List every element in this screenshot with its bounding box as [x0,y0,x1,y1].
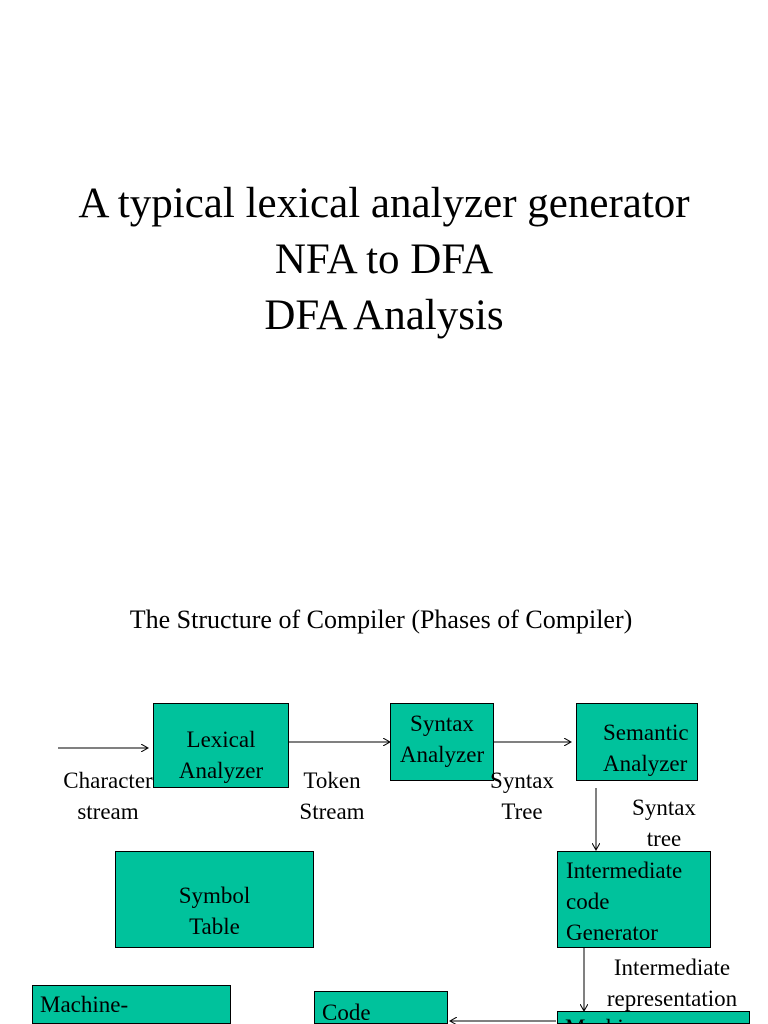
character-stream-line-2: stream [77,799,139,824]
machine-independent-box: Machine- [32,985,231,1024]
semantic-box-line-1: Semantic [603,720,689,745]
intermediate-rep-line-1: Intermediate [613,955,731,980]
syntax-tree-label-2: Syntax tree [622,792,706,854]
title-line-3: DFA Analysis [264,292,504,339]
code-box: Code [314,991,448,1024]
lexical-analyzer-box: Lexical Analyzer [153,703,289,788]
intermediate-representation-label: Intermediate representation [594,952,750,1014]
intermediate-code-generator-box: Intermediate code Generator [557,851,711,948]
character-stream-line-1: Character [63,768,153,793]
token-stream-label: Token Stream [287,765,377,827]
machine-left-box-line-1: Machine- [40,992,129,1017]
machine-right-box-line-1: Machine [565,1012,749,1023]
intermediate-rep-line-2: representation [606,986,738,1011]
syntax-box-line-1: Syntax [410,711,474,736]
lexical-box-line-1: Lexical [186,727,256,752]
intermediate-box-line-2: code [566,889,610,914]
symbol-box-line-1: Symbol [178,883,251,908]
syntax-tree-1-line-2: Tree [501,799,543,824]
intermediate-box-line-3: Generator [566,920,658,945]
symbol-table-box: Symbol Table [115,851,314,948]
semantic-box-line-2: Analyzer [603,751,688,776]
intermediate-box-line-1: Intermediate [566,858,683,883]
syntax-tree-1-line-1: Syntax [490,768,554,793]
character-stream-label: Character stream [56,765,160,827]
title-line-2: NFA to DFA [274,236,494,283]
token-stream-line-1: Token [303,768,361,793]
lexical-box-line-2: Analyzer [178,758,264,783]
syntax-analyzer-box: Syntax Analyzer [390,703,494,781]
title-line-1: A typical lexical analyzer generator [78,180,690,227]
code-box-line-1: Code [322,1000,371,1024]
semantic-analyzer-box: Semantic Analyzer [576,703,698,781]
token-stream-line-2: Stream [299,799,365,824]
slide-title: A typical lexical analyzer generator NFA… [0,176,768,344]
symbol-box-line-2: Table [189,914,240,939]
syntax-tree-2-line-2: tree [646,826,682,851]
syntax-tree-2-line-1: Syntax [632,795,696,820]
diagram-heading: The Structure of Compiler (Phases of Com… [129,605,633,634]
syntax-box-line-2: Analyzer [399,742,485,767]
syntax-tree-label-1: Syntax Tree [480,765,564,827]
